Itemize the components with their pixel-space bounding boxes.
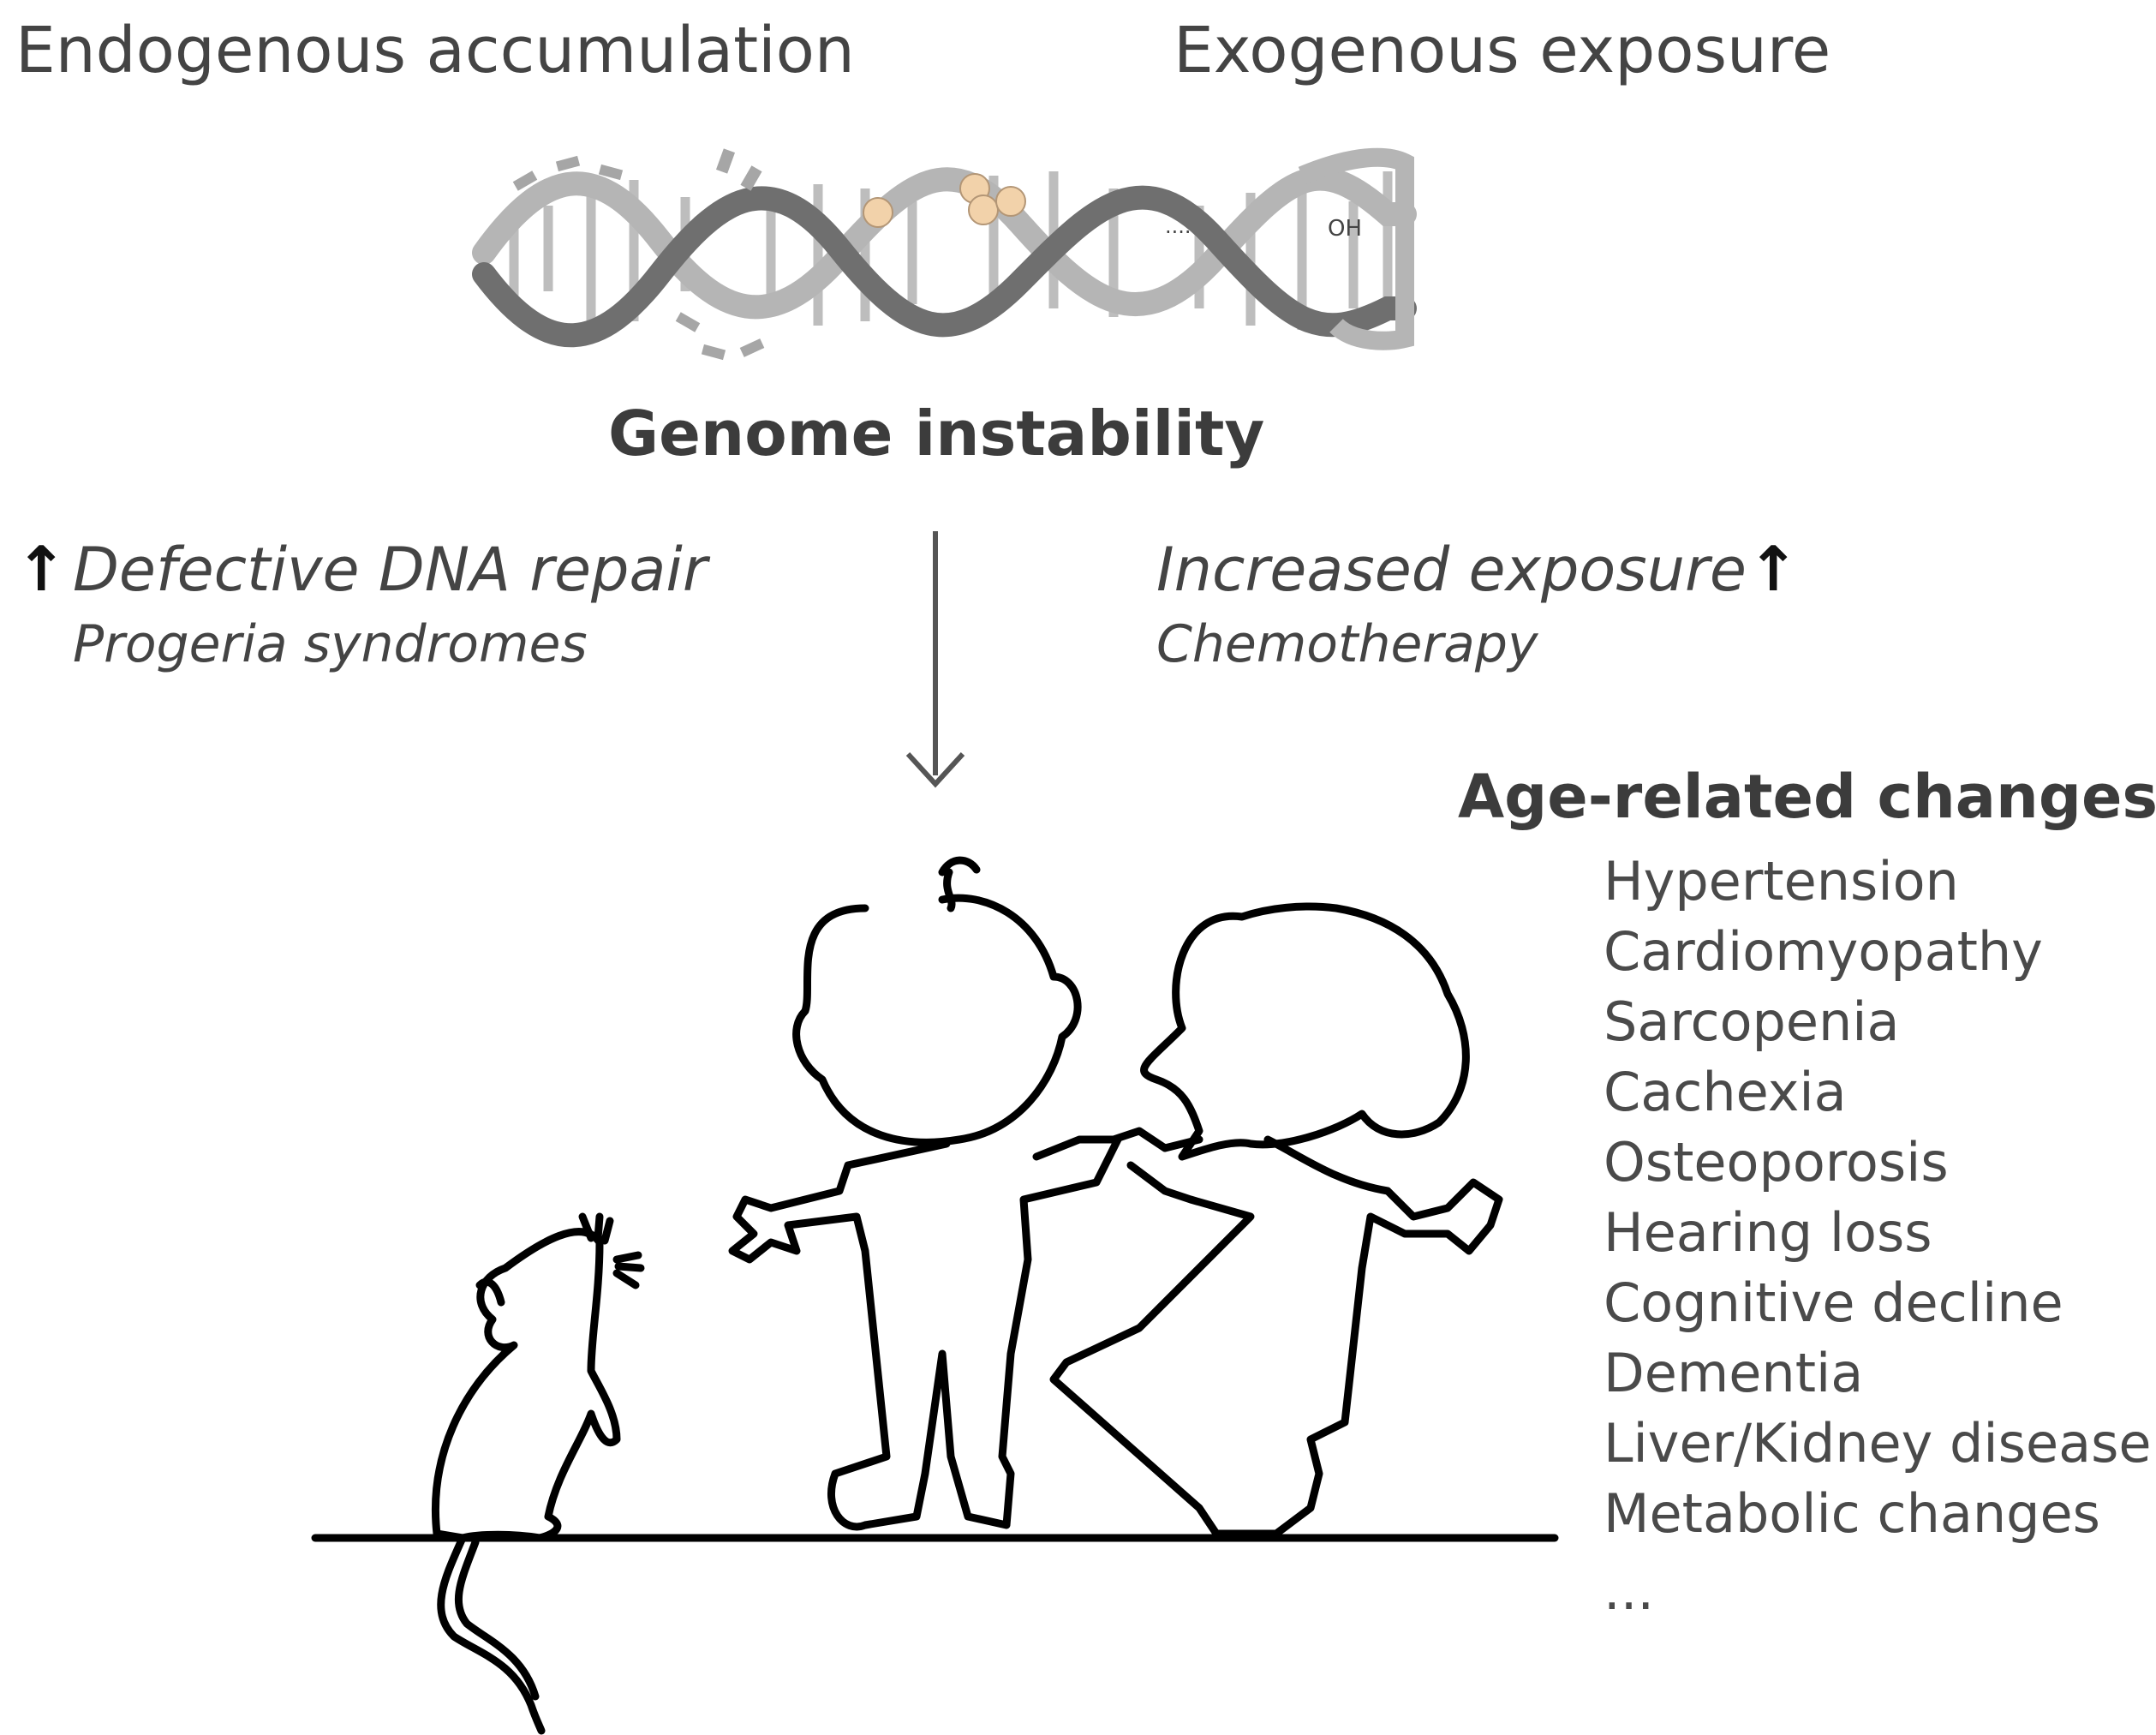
age-change-item: Osteoporosis [1604,1131,1949,1194]
dna-oh-label: OH [1328,216,1362,242]
age-related-changes-title: Age-related changes [1458,762,2156,832]
dna-base-pairs [509,171,1393,330]
age-change-item: Hearing loss [1604,1201,1932,1264]
age-change-item: Dementia [1604,1342,1864,1404]
mouse-figure [431,1212,645,1735]
boy-figure [728,856,1122,1531]
dna-strand-light [472,166,1417,320]
dna-dots-label: .... [1165,214,1191,238]
endogenous-label: Endogenous accumulation [15,14,855,87]
left-up-arrow-icon: ↑ [15,533,68,605]
exogenous-label: Exogenous exposure [1174,14,1831,87]
right-up-arrow-icon: ↑ [1747,533,1800,605]
age-change-item: Cognitive decline [1604,1271,2063,1334]
age-change-item: Sarcopenia [1604,990,1900,1053]
age-change-item: Hypertension [1604,850,1959,912]
progeria-syndromes-label: Progeria syndromes [73,614,588,674]
age-change-item: Cardiomyopathy [1604,920,2043,983]
dna-adducts [863,173,1026,228]
age-change-item: Cachexia [1604,1061,1847,1123]
chemotherapy-label: Chemotherapy [1156,614,1538,674]
defective-dna-repair-label: Defective DNA repair [73,535,708,605]
down-arrow-icon [905,531,965,788]
girl-figure [1049,902,1503,1538]
dna-break-fragments [512,148,765,361]
age-change-item: Metabolic changes [1604,1482,2100,1545]
age-change-item: ... [1604,1559,1655,1622]
dna-strand-dark [472,185,1417,348]
dna-strand-end [1298,147,1414,350]
increased-exposure-label: Increased exposure [1156,535,1747,605]
genome-instability-title: Genome instability [608,398,1265,470]
age-change-item: Liver/Kidney disease [1604,1412,2152,1475]
